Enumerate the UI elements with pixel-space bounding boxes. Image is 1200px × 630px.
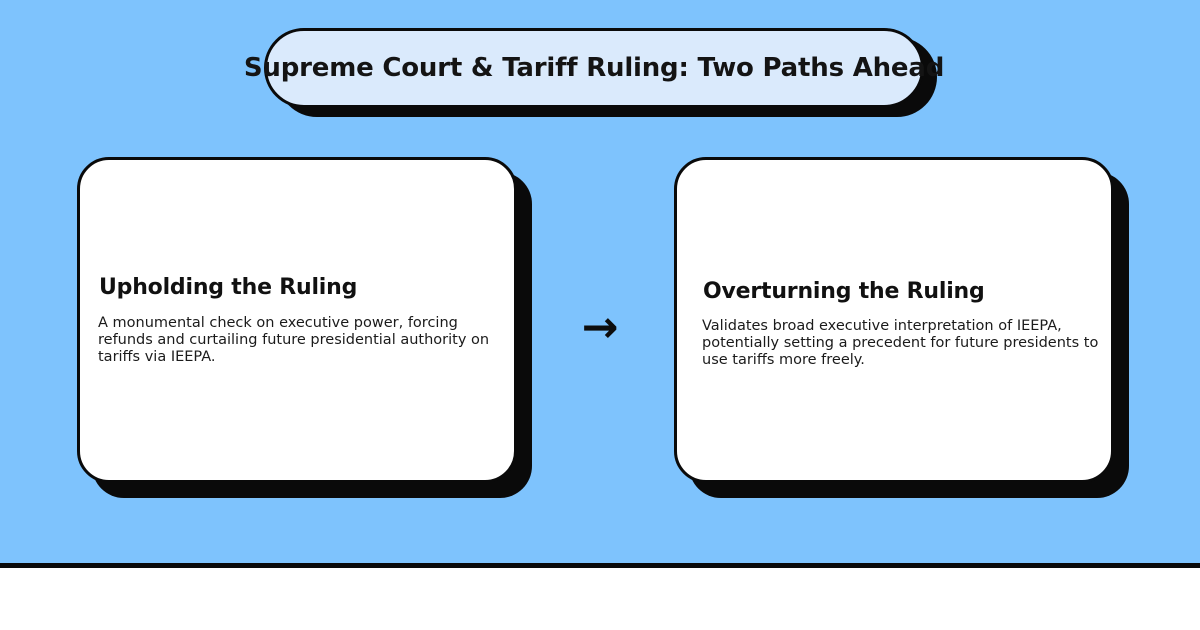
card-upholding: Upholding the Ruling A monumental check … — [77, 157, 517, 483]
bottom-divider — [0, 563, 1200, 568]
card-upholding-body: Upholding the Ruling A monumental check … — [80, 160, 514, 480]
bottom-white-strip — [0, 568, 1200, 630]
arrow-connector: → — [570, 300, 630, 356]
page-title: Supreme Court & Tariff Ruling: Two Paths… — [243, 53, 945, 83]
card-overturning-description: Validates broad executive interpretation… — [702, 318, 1099, 369]
arrow-right-icon: → — [581, 302, 619, 353]
card-overturning-body: Overturning the Ruling Validates broad e… — [677, 160, 1111, 480]
card-upholding-heading: Upholding the Ruling — [99, 275, 358, 300]
card-upholding-description: A monumental check on executive power, f… — [98, 315, 490, 366]
card-overturning-heading: Overturning the Ruling — [703, 279, 985, 304]
title-pill: Supreme Court & Tariff Ruling: Two Paths… — [244, 28, 944, 108]
card-overturning: Overturning the Ruling Validates broad e… — [674, 157, 1114, 483]
